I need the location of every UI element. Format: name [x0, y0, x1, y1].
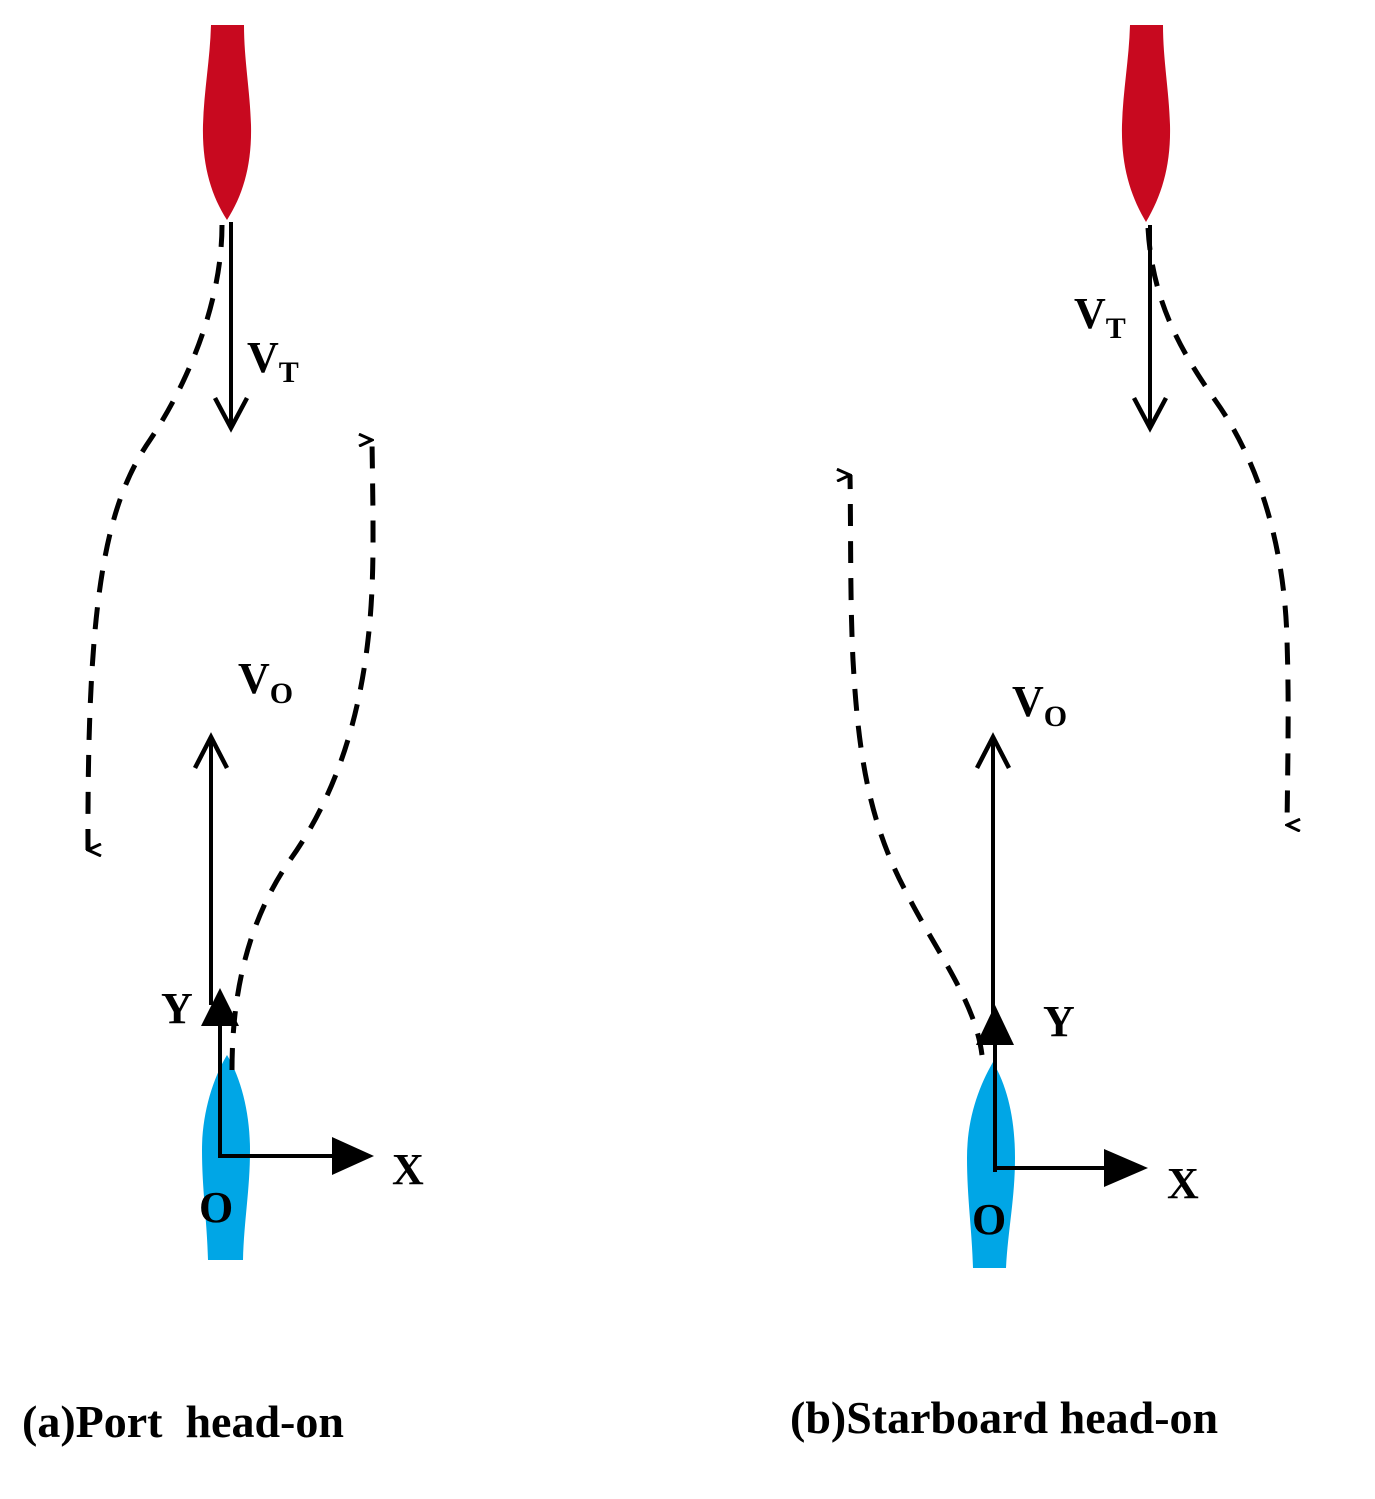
vo-label-b: VO — [1012, 677, 1067, 733]
vo-label-a: VO — [238, 654, 293, 710]
vo-arrow-b — [975, 732, 1011, 1015]
panel-starboard-head-on: VT VO Y X O (b)Starboard head-on — [790, 25, 1288, 1443]
panel-port-head-on: VT VO Y X O (a)Port head-on — [22, 25, 424, 1447]
origin-label-a: O — [199, 1183, 233, 1232]
own-ship-b — [967, 1062, 1015, 1268]
x-axis-b — [993, 1149, 1148, 1187]
origin-label-b: O — [972, 1195, 1006, 1244]
target-ship-b — [1121, 25, 1171, 222]
target-trajectory-b — [1145, 227, 1288, 825]
y-axis-label-b: Y — [1043, 997, 1075, 1046]
y-axis-label-a: Y — [161, 984, 193, 1033]
vt-label-b: VT — [1074, 289, 1126, 345]
y-axis-b — [976, 1005, 1014, 1172]
vt-arrow-b — [1132, 225, 1168, 433]
target-ship-a — [202, 25, 252, 220]
x-axis-a — [218, 1137, 374, 1175]
vt-label-a: VT — [247, 333, 299, 389]
target-trajectory-a — [85, 224, 225, 850]
vt-arrow-a — [213, 222, 249, 433]
own-trajectory-a — [229, 440, 376, 1071]
y-axis-a — [201, 988, 239, 1158]
x-axis-label-a: X — [392, 1145, 424, 1194]
vo-arrow-a — [193, 732, 229, 1005]
caption-a: (a)Port head-on — [22, 1396, 344, 1447]
own-trajectory-b — [850, 475, 985, 1056]
caption-b: (b)Starboard head-on — [790, 1392, 1218, 1443]
x-axis-label-b: X — [1167, 1159, 1199, 1208]
